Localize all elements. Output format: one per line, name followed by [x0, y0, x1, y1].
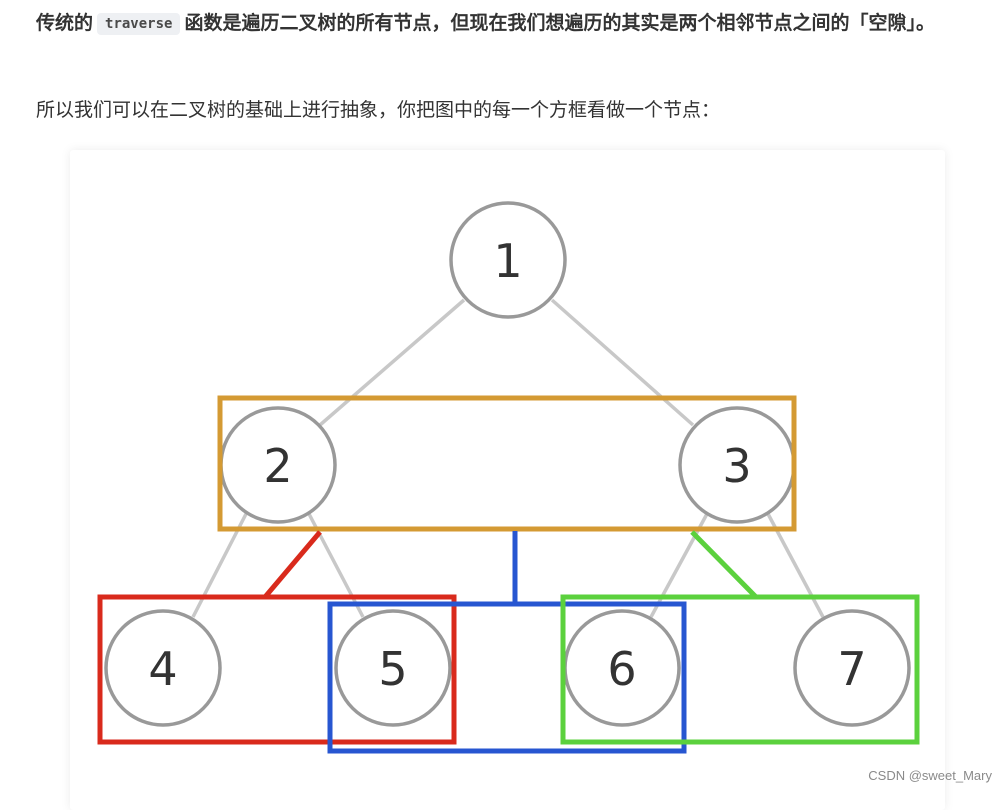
- node-3-label: 3: [722, 439, 751, 493]
- explanation-paragraph: 所以我们可以在二叉树的基础上进行抽象，你把图中的每一个方框看做一个节点：: [36, 99, 721, 121]
- node-1-circle: [449, 201, 567, 319]
- node-7-label: 7: [837, 642, 866, 696]
- node-1-label: 1: [493, 234, 522, 288]
- red-gap-box: [97, 594, 457, 745]
- node-5-label: 5: [378, 642, 407, 696]
- node-6-label: 6: [607, 642, 636, 696]
- edge-1-2: [318, 298, 466, 427]
- red-connector: [263, 530, 322, 599]
- orange-gap-box: [217, 395, 797, 532]
- binary-tree-diagram: 1 2 3 4 5 6 7: [97, 201, 920, 754]
- blue-gap-box: [327, 601, 687, 754]
- node-2-label: 2: [263, 439, 292, 493]
- node-4-label: 4: [148, 642, 177, 696]
- node-5-circle: [334, 609, 452, 727]
- inline-code-traverse: traverse: [97, 13, 181, 35]
- tree-nodes: [104, 201, 911, 727]
- node-7-circle: [793, 609, 911, 727]
- intro-text-part2: 函数是遍历二叉树的所有节点，但现在我们想遍历的其实是两个相邻节点之间的「空隙」。: [184, 12, 935, 34]
- green-gap-box: [560, 594, 920, 745]
- intro-text-part1: 传统的: [36, 12, 94, 34]
- watermark: CSDN @sweet_Mary: [868, 768, 992, 783]
- edge-1-3: [550, 298, 695, 427]
- green-connector: [690, 530, 758, 599]
- tree-node-labels: 1 2 3 4 5 6 7: [148, 234, 866, 696]
- node-4-circle: [104, 609, 222, 727]
